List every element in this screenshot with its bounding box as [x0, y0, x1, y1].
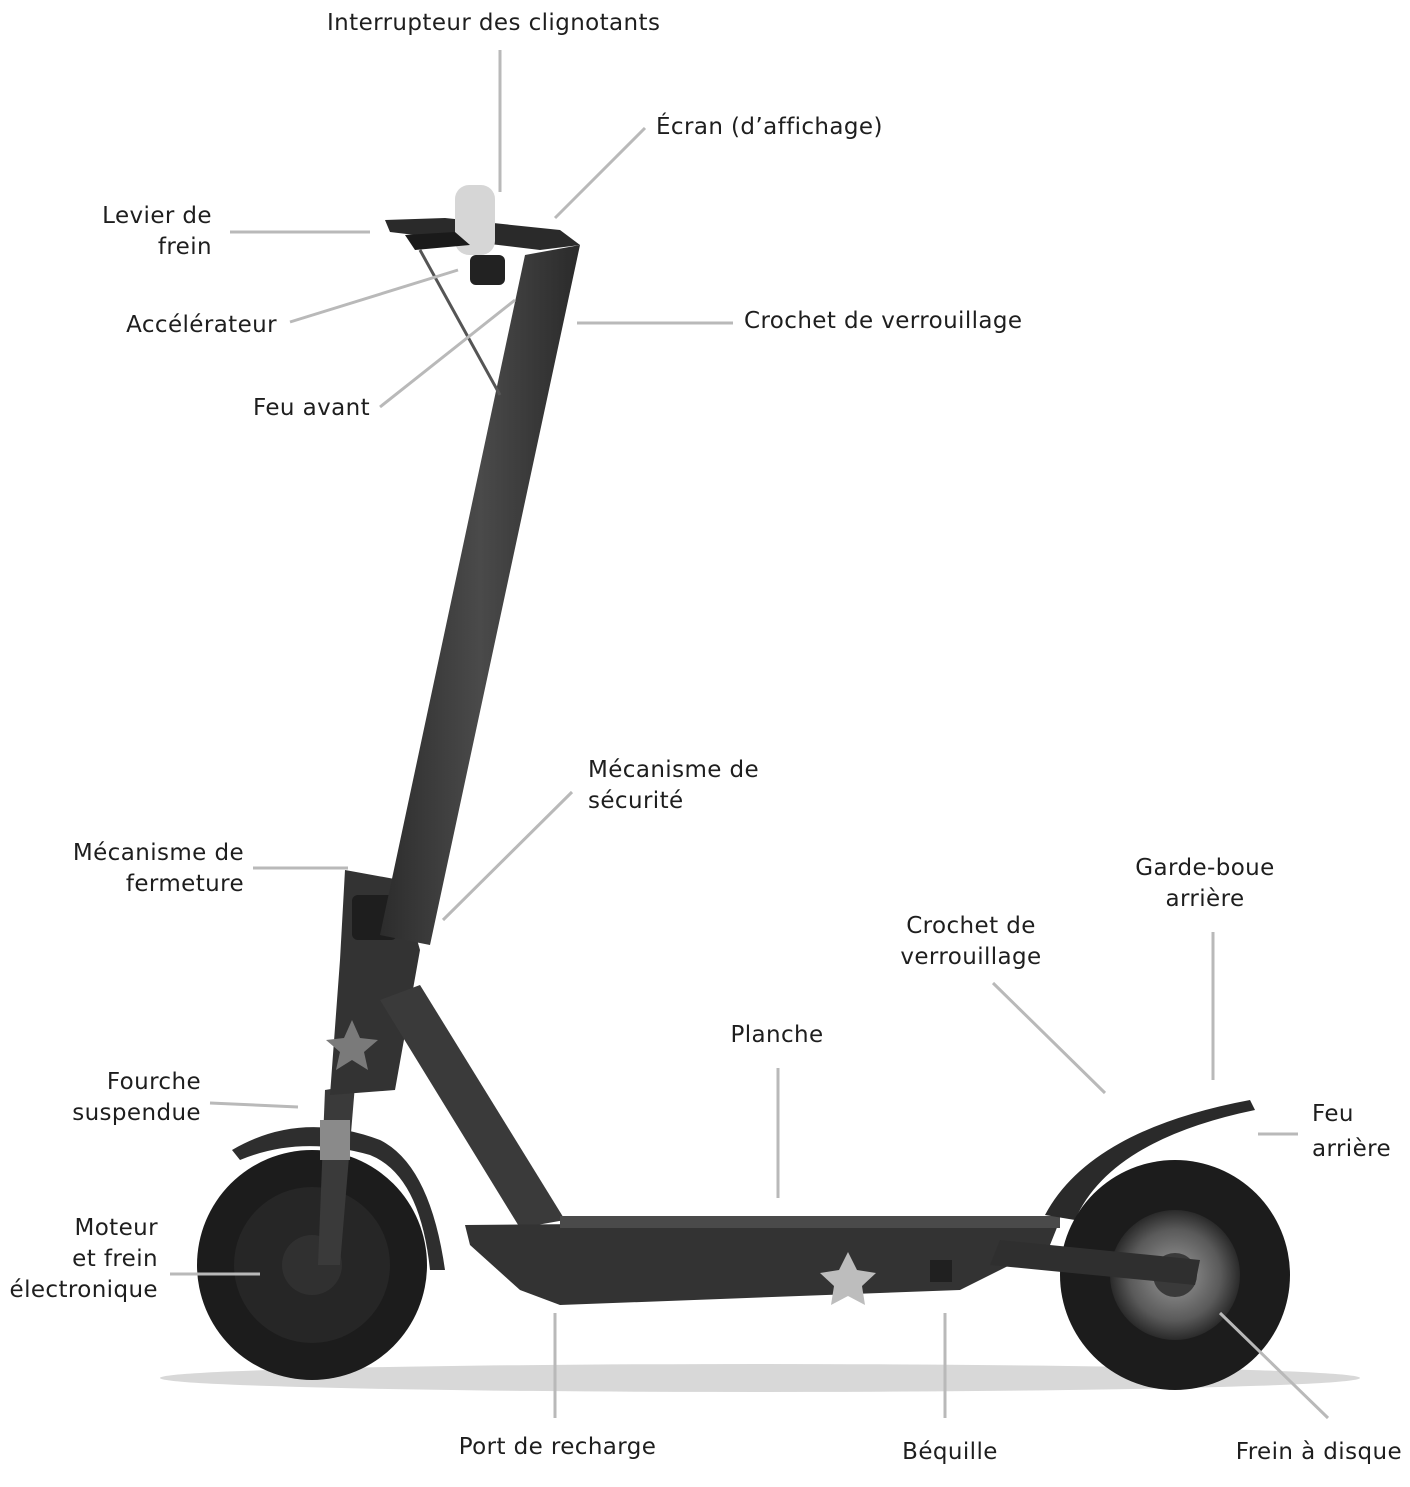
stem: [380, 245, 580, 945]
label-mecanisme-securite: Mécanisme de sécurité: [588, 755, 759, 817]
label-text: Béquille: [902, 1439, 998, 1465]
throttle: [470, 255, 505, 285]
label-crochet-verrouillage-bas: Crochet de verrouillage: [890, 911, 1052, 973]
star-logo-deck: [820, 1252, 876, 1305]
leader-accelerateur: [289, 268, 459, 324]
label-line: Crochet de: [906, 913, 1036, 939]
leader-fourche: [209, 1101, 299, 1109]
leader-securite: [441, 790, 574, 922]
label-line: Mécanisme de: [588, 757, 760, 783]
label-text: Crochet de verrouillage: [744, 308, 1023, 334]
deck: [465, 1220, 1060, 1305]
label-line: sécurité: [588, 788, 684, 814]
label-text: Planche: [730, 1022, 824, 1048]
label-bequille: Béquille: [890, 1437, 1010, 1468]
kickstand-plate: [930, 1260, 952, 1282]
label-text: Interrupteur des clignotants: [327, 10, 661, 36]
label-line: Moteur: [74, 1215, 158, 1241]
brake-cable: [418, 249, 502, 396]
label-fourche-suspendue: Fourche suspendue: [60, 1067, 201, 1129]
label-line: arrière: [1312, 1136, 1392, 1162]
label-text: Frein à disque: [1235, 1439, 1402, 1465]
label-moteur-frein: Moteur et frein électronique: [6, 1213, 158, 1306]
label-accelerateur: Accélérateur: [122, 310, 277, 341]
deck-top: [560, 1216, 1060, 1228]
label-line: Feu: [1312, 1101, 1354, 1127]
brake-lever: [405, 232, 470, 250]
label-planche: Planche: [716, 1020, 838, 1051]
rear-fender: [1045, 1100, 1255, 1220]
label-frein-disque: Frein à disque: [1230, 1437, 1402, 1468]
label-line: Garde-boue: [1135, 855, 1275, 881]
leader-frein-disque: [1218, 1311, 1330, 1420]
label-text: Feu avant: [252, 395, 370, 421]
label-line: verrouillage: [900, 944, 1042, 970]
label-line: fermeture: [125, 871, 244, 897]
label-levier-de-frein: Levier de frein: [102, 201, 212, 263]
leader-lines: [170, 50, 1330, 1420]
ground-shadow: [160, 1364, 1360, 1392]
leader-ecran: [553, 126, 647, 220]
label-feu-arriere: Feu arrière: [1312, 1099, 1391, 1165]
scooter-illustration: [197, 185, 1290, 1390]
label-line: Fourche: [106, 1069, 201, 1095]
label-port-recharge: Port de recharge: [455, 1432, 660, 1463]
front-wheel: [197, 1150, 427, 1380]
down-tube: [380, 985, 565, 1228]
label-text: Accélérateur: [126, 312, 277, 338]
front-fender: [232, 1127, 445, 1270]
label-feu-avant: Feu avant: [250, 393, 370, 424]
label-line: suspendue: [72, 1100, 201, 1126]
leader-crochet-bas: [991, 981, 1107, 1095]
label-text: Port de recharge: [458, 1434, 657, 1460]
leader-feu-avant: [379, 298, 516, 409]
label-interrupteur-clignotants: Interrupteur des clignotants: [327, 8, 660, 39]
display-unit: [455, 185, 495, 255]
label-ecran: Écran (d’affichage): [656, 112, 883, 143]
label-mecanisme-fermeture: Mécanisme de fermeture: [60, 838, 244, 900]
label-line: Levier de: [102, 203, 212, 229]
label-text: Écran (d’affichage): [656, 114, 883, 140]
label-garde-boue-arriere: Garde-boue arrière: [1125, 853, 1285, 915]
suspension-spring: [320, 1120, 350, 1160]
label-line: frein: [157, 234, 212, 260]
label-line: et frein: [72, 1246, 158, 1272]
label-line: Mécanisme de: [72, 840, 244, 866]
label-crochet-verrouillage-haut: Crochet de verrouillage: [744, 306, 1022, 337]
rear-arm: [990, 1240, 1200, 1285]
label-line: arrière: [1165, 886, 1245, 912]
star-logo-front: [326, 1020, 378, 1070]
label-line: électronique: [9, 1277, 158, 1303]
